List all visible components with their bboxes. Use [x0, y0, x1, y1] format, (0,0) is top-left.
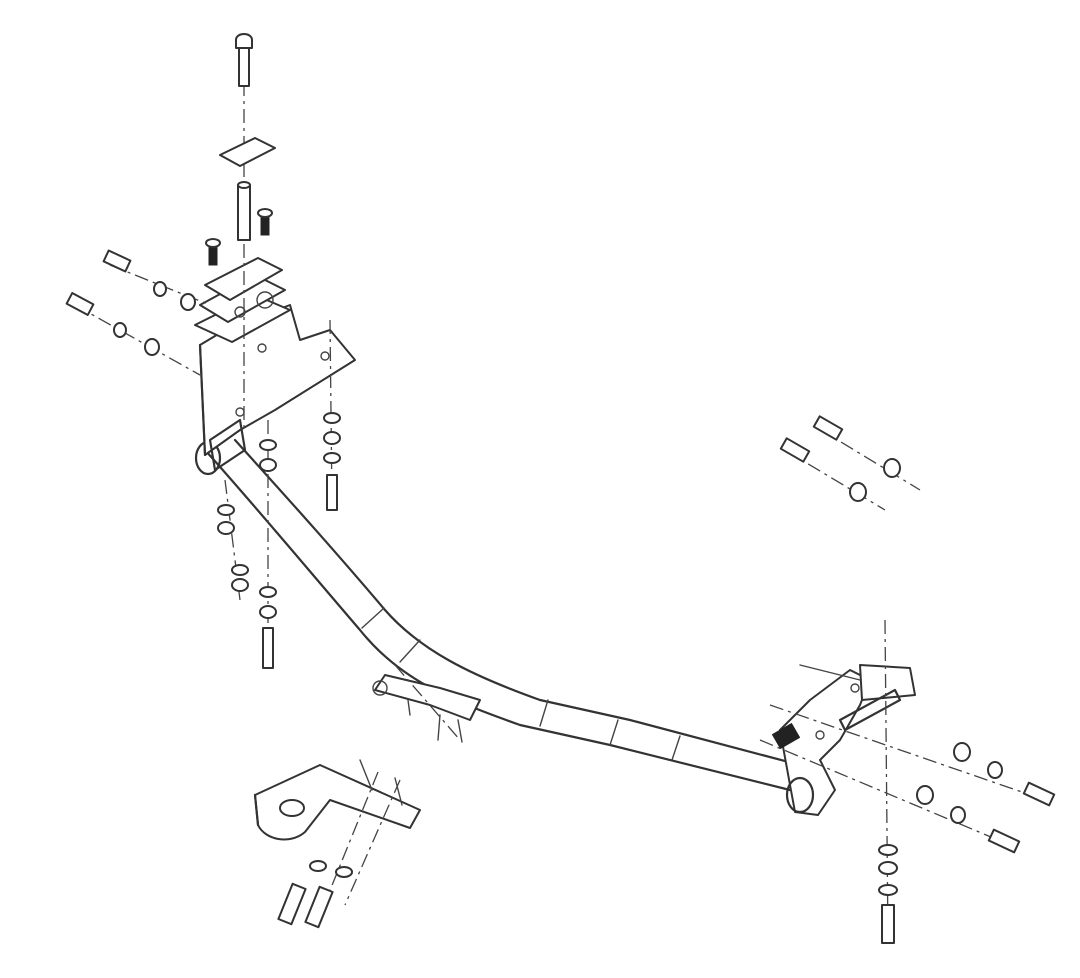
right-fastener-axes [759, 619, 1046, 941]
tow-bar-crossbar [194, 438, 802, 792]
ball-mount-drawbar [253, 759, 421, 911]
right-bottom-fasteners [878, 844, 898, 944]
right-mounting-bracket [771, 664, 916, 816]
ball-mount-bolts [277, 860, 353, 929]
center-pin-link [372, 664, 481, 743]
spare-bolts-upper-right [779, 415, 921, 511]
right-side-bolts [916, 742, 1056, 854]
left-bottom-fasteners [217, 319, 341, 669]
left-side-bolts [65, 249, 211, 376]
left-top-bolt-stack [205, 33, 276, 430]
